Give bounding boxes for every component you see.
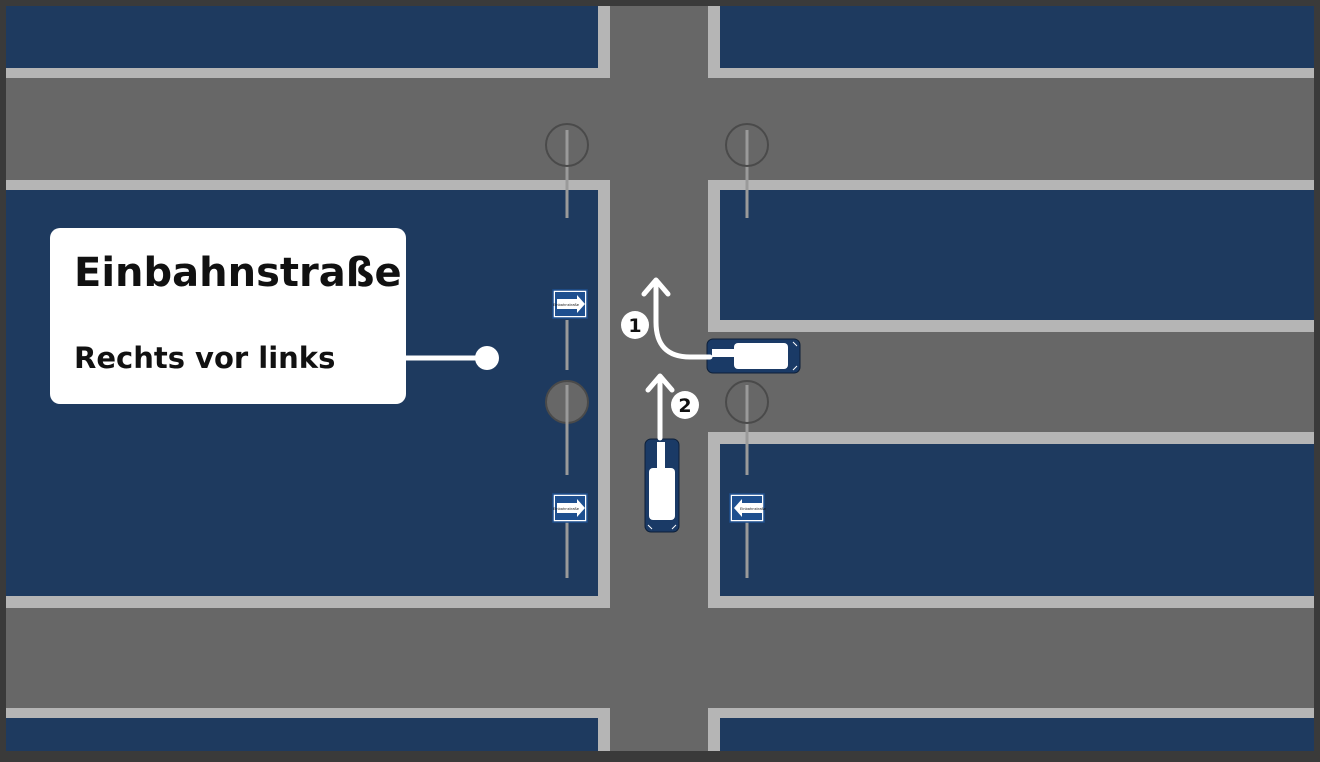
- arrowhead-1: [641, 277, 671, 297]
- sign-text: Einbahnstraße: [553, 303, 580, 307]
- block-mid-right-upper: [720, 190, 1314, 320]
- arrow-left-icon: [734, 499, 762, 517]
- block-bottom-left: [6, 718, 598, 751]
- caption-rule: Rechts vor links: [74, 341, 336, 375]
- block-top-right: [720, 6, 1314, 68]
- car-2: [644, 438, 680, 533]
- car-1: [706, 338, 801, 374]
- block-mid-right-lower: [720, 444, 1314, 596]
- badge-2: 2: [671, 391, 699, 419]
- sign-disc-right-upper: [725, 123, 769, 167]
- arrow-path-1: [653, 279, 713, 360]
- arrowhead-2: [645, 373, 675, 393]
- sign-text: Einbahnstraße: [740, 507, 767, 511]
- sign-disc-left-upper: [545, 123, 589, 167]
- block-top-left: [6, 6, 598, 68]
- sign-disc-right-mid: [725, 380, 769, 424]
- badge-2-label: 2: [678, 395, 691, 417]
- one-way-sign-left-upper: Einbahnstraße: [552, 289, 588, 319]
- caption-connector-dot: [475, 346, 499, 370]
- arrow-right-icon: [557, 295, 585, 313]
- arrow-right-icon: [557, 499, 585, 517]
- block-bottom-right: [720, 718, 1314, 751]
- one-way-sign-right-lower: Einbahnstraße: [729, 493, 767, 523]
- one-way-sign-left-lower: Einbahnstraße: [552, 493, 588, 523]
- sign-posts: [545, 123, 769, 578]
- badge-1-label: 1: [628, 315, 641, 337]
- caption-box: Einbahnstraße Rechts vor links: [50, 228, 406, 404]
- arrows: [641, 277, 713, 441]
- caption-title: Einbahnstraße: [74, 250, 402, 296]
- sign-text: Einbahnstraße: [553, 507, 580, 511]
- badge-1: 1: [621, 311, 649, 339]
